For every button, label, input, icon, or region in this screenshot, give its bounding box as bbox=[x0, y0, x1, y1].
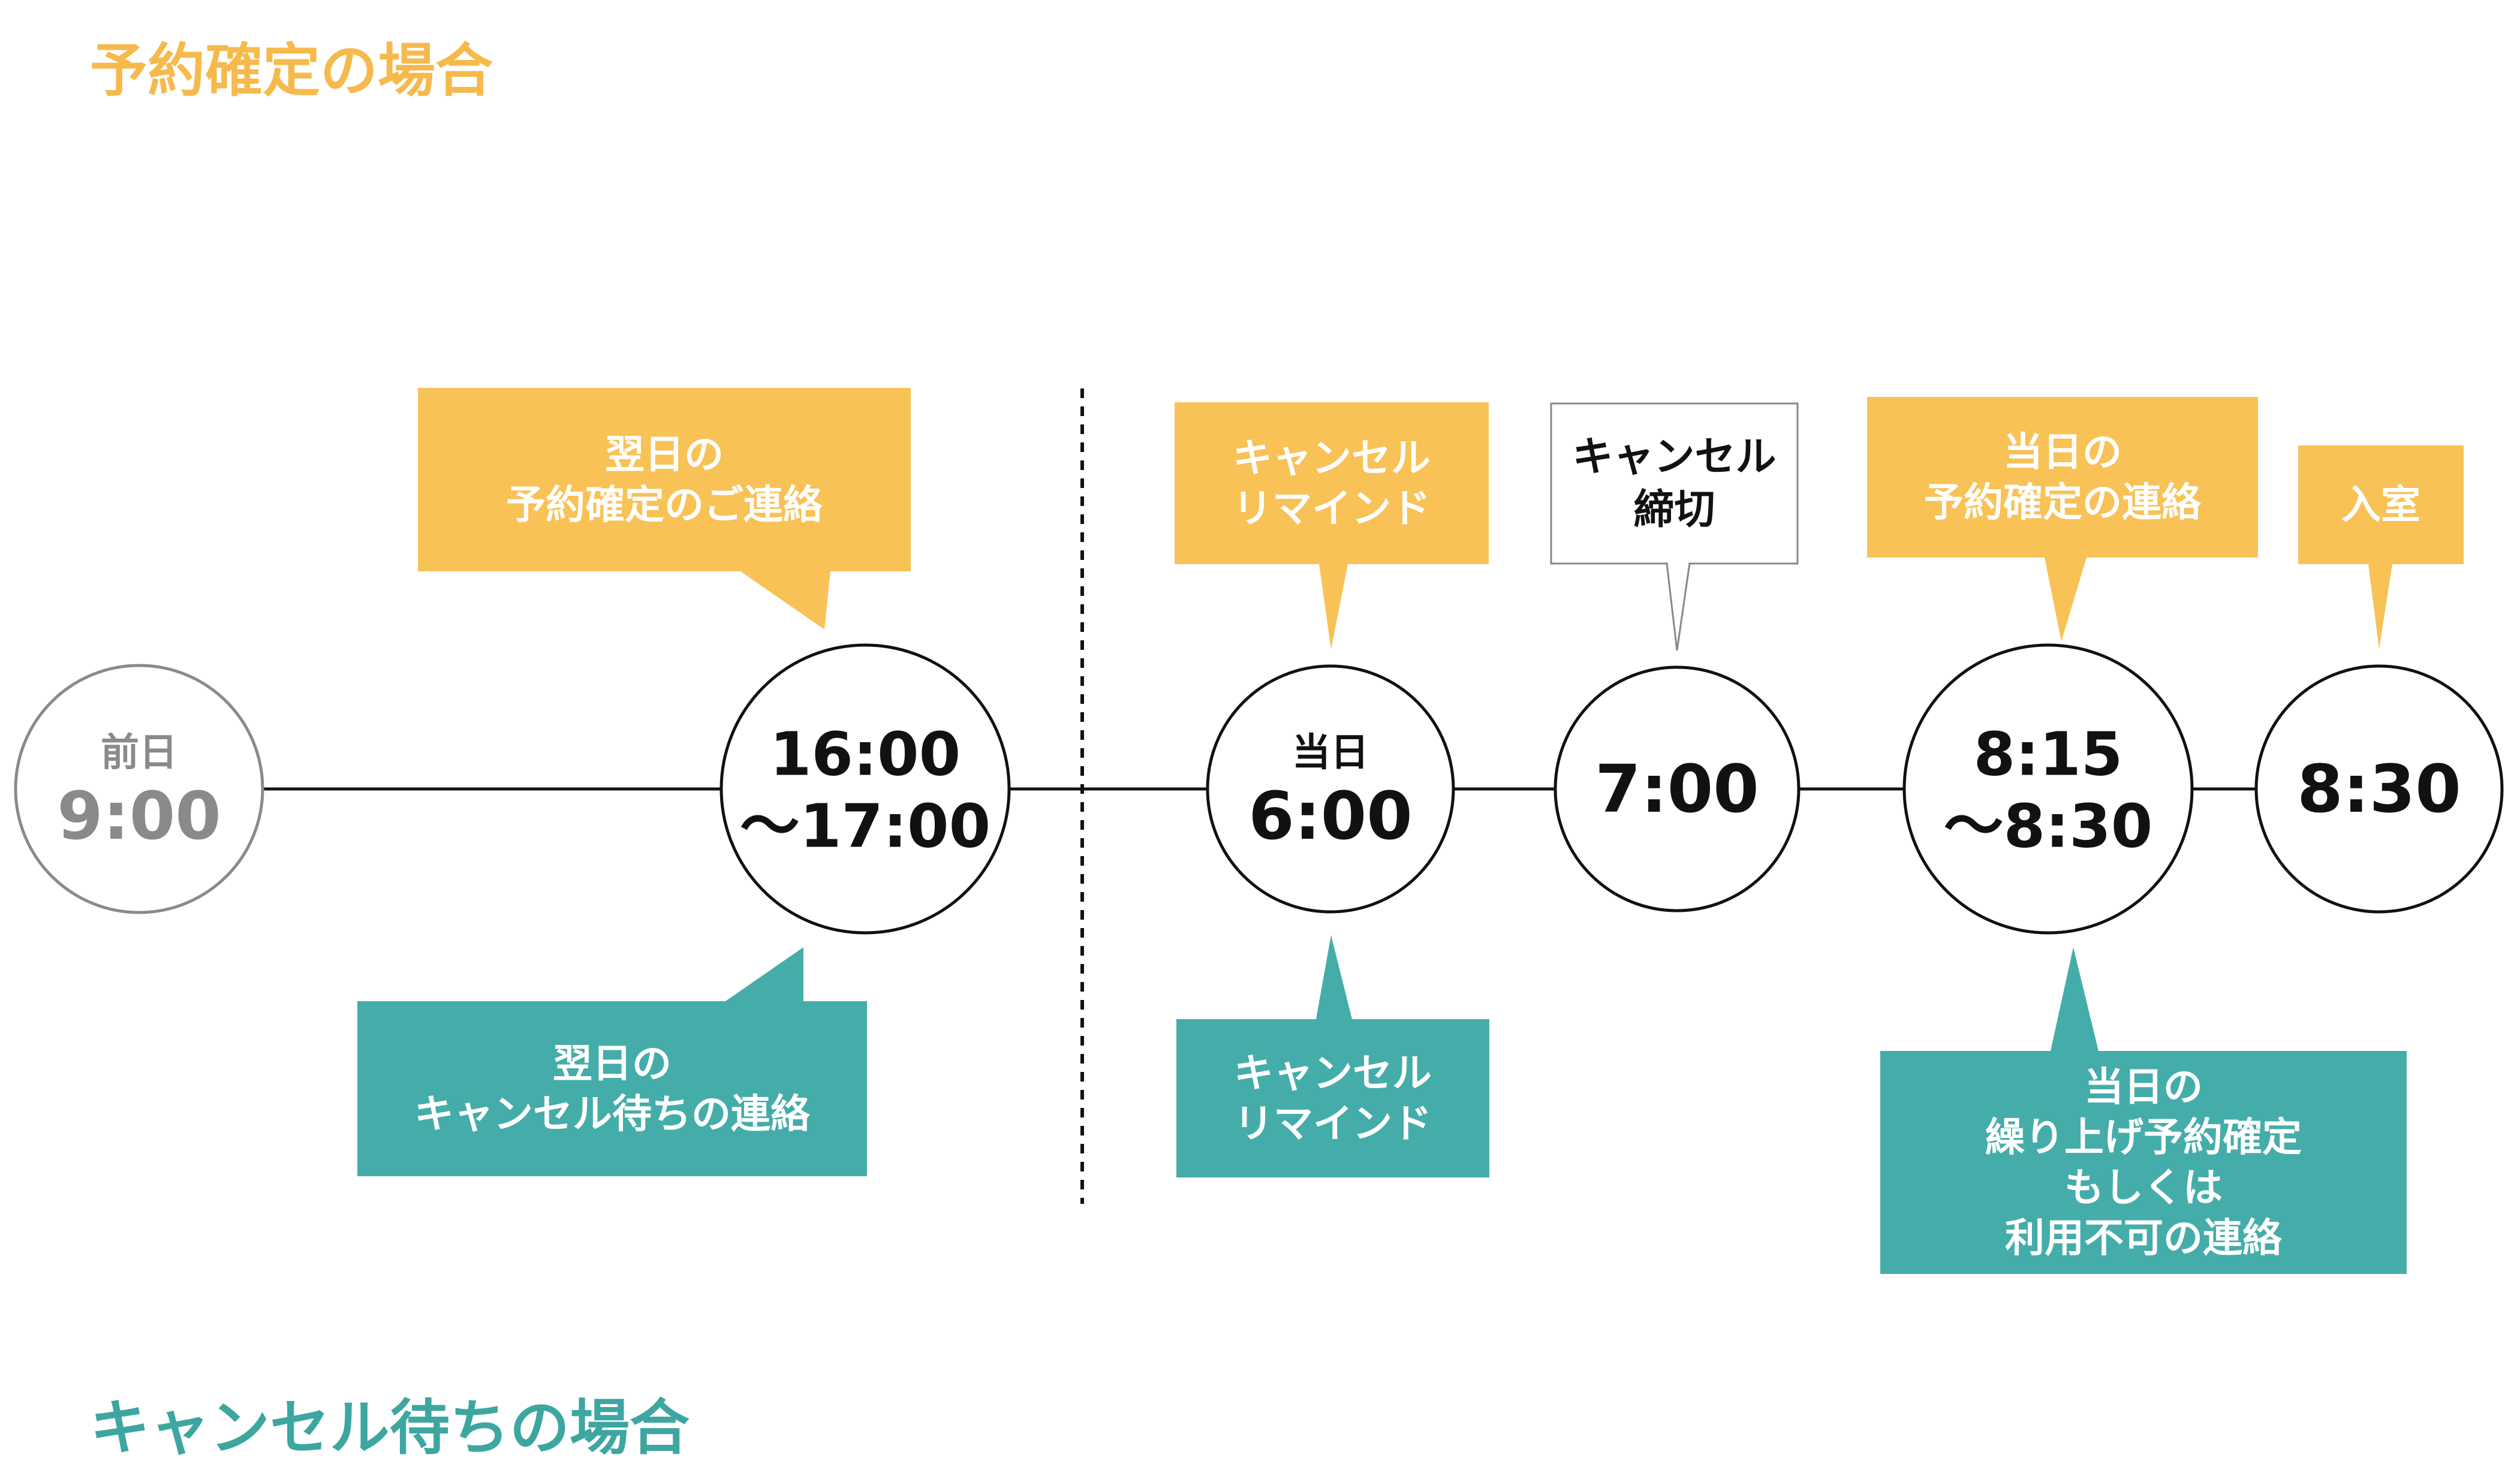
callout-bottom-1-pointer bbox=[1316, 935, 1352, 1019]
timeline-node-2-day: 当日 bbox=[1292, 731, 1369, 775]
timeline-node-1 bbox=[719, 643, 1011, 935]
timeline-node-4 bbox=[1902, 643, 2194, 935]
callout-top-3-pointer bbox=[2045, 558, 2087, 641]
callout-top-0-text-1: 予約確定のご連絡 bbox=[506, 482, 823, 528]
callout-top-0-text-0: 翌日の bbox=[605, 432, 724, 478]
callout-top-0-pointer bbox=[740, 571, 830, 629]
timeline-node-0 bbox=[14, 664, 264, 914]
callout-top-1-pointer bbox=[1319, 564, 1348, 649]
timeline-node-5-time: 8:30 bbox=[2297, 751, 2461, 827]
callout-top-1-text-1: リマインド bbox=[1233, 486, 1431, 532]
callout-bottom-1-text-0: キャンセル bbox=[1234, 1050, 1432, 1097]
callout-bottom-2-box bbox=[1880, 1051, 2407, 1274]
timeline-node-3 bbox=[1553, 665, 1801, 912]
callout-top-0-box bbox=[418, 388, 911, 571]
callout-top-1-text-0: キャンセル bbox=[1233, 435, 1431, 481]
callout-bottom-2-text-0: 当日の bbox=[2084, 1064, 2203, 1110]
timeline-node-3-time: 7:00 bbox=[1595, 751, 1759, 827]
callout-bottom-0-text-0: 翌日の bbox=[553, 1041, 672, 1087]
callout-top-1-box bbox=[1175, 402, 1489, 564]
callout-top-3-box bbox=[1867, 397, 2258, 558]
callout-top-3-text-1: 予約確定の連絡 bbox=[1924, 480, 2202, 526]
timeline-node-1-time-end: 〜17:00 bbox=[740, 791, 990, 861]
timeline-node-1-time-start: 16:00 bbox=[770, 719, 961, 790]
callout-top-4-box bbox=[2298, 445, 2464, 564]
timeline-node-4-time-end: 〜8:30 bbox=[1944, 791, 2153, 861]
timeline-node-4-time-start: 8:15 bbox=[1974, 719, 2123, 790]
callout-top-2-pointer bbox=[1667, 564, 1690, 650]
timeline-node-0-day: 前日 bbox=[101, 731, 177, 775]
callout-top-4-pointer bbox=[2368, 564, 2392, 649]
callout-top-4-text-0: 入室 bbox=[2341, 482, 2420, 528]
callout-bottom-2-text-1: 繰り上げ予約確定 bbox=[1985, 1114, 2302, 1161]
timeline-node-0-time: 9:00 bbox=[57, 778, 221, 854]
callout-top-2-pointer-edge bbox=[1666, 563, 1691, 651]
timeline-node-5 bbox=[2254, 664, 2504, 914]
title-confirmed: 予約確定の場合 bbox=[90, 37, 493, 104]
timeline-node-2-time: 6:00 bbox=[1248, 778, 1413, 854]
callout-bottom-2-pointer bbox=[2051, 947, 2099, 1051]
callout-bottom-1-text-1: リマインド bbox=[1234, 1101, 1432, 1147]
callout-top-2-text-1: 締切 bbox=[1633, 486, 1715, 534]
callout-bottom-2-text-2: もしくは bbox=[2064, 1165, 2223, 1211]
title-waitlist: キャンセル待ちの場合 bbox=[90, 1393, 690, 1463]
callout-bottom-0-box bbox=[357, 1001, 867, 1176]
callout-top-2-text-0: キャンセル bbox=[1572, 433, 1776, 481]
callout-bottom-2-text-3: 利用不可の連絡 bbox=[2005, 1215, 2283, 1261]
timeline-node-2 bbox=[1206, 664, 1455, 914]
callout-bottom-1-box bbox=[1176, 1019, 1489, 1177]
callout-bottom-0-pointer bbox=[725, 947, 803, 1001]
callout-top-2-box bbox=[1550, 402, 1799, 565]
callout-bottom-0-text-1: キャンセル待ちの連絡 bbox=[414, 1091, 811, 1137]
callout-top-3-text-0: 当日の bbox=[2003, 429, 2122, 475]
